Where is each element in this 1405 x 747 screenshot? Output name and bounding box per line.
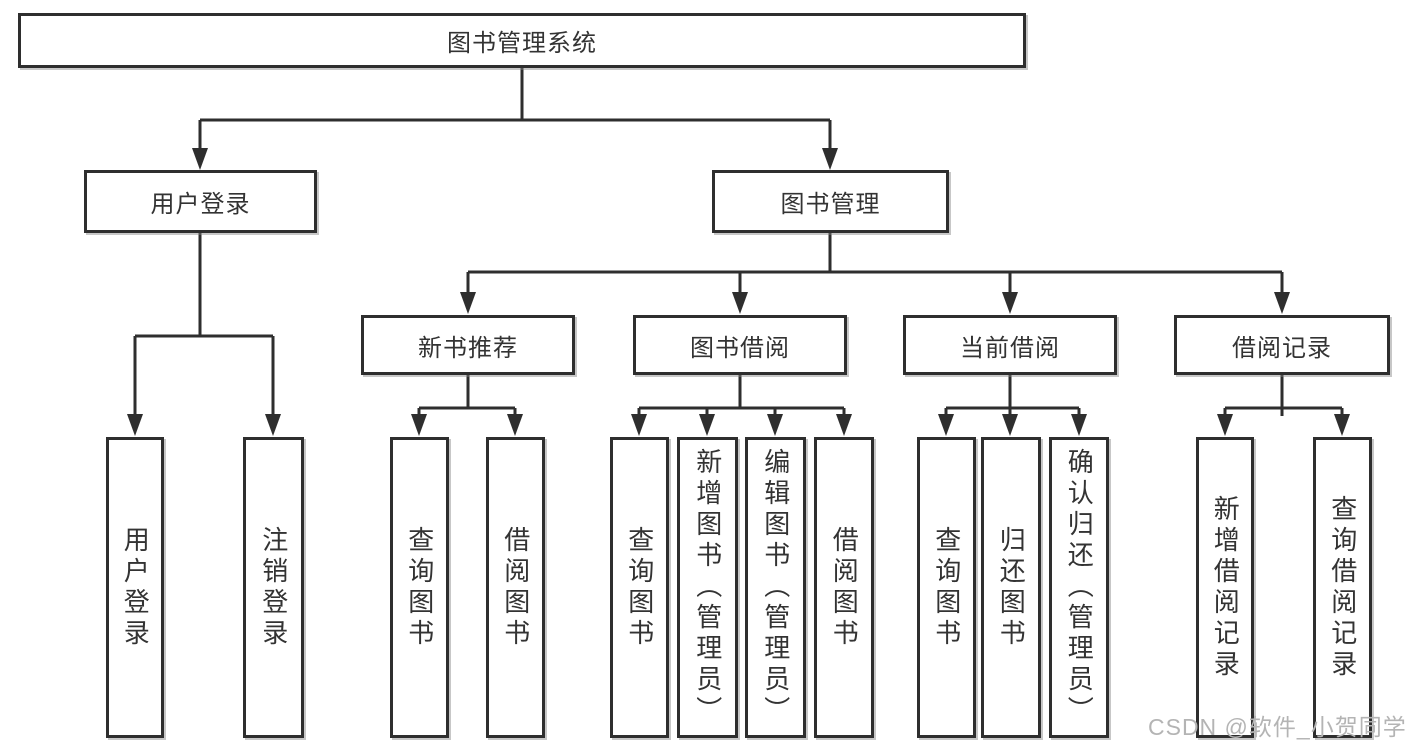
node-library-system: 图书管理系统 [18,13,1026,68]
leaf-borrow-borrow-books: 借阅图书 [814,437,874,738]
leaf-records-add-record: 新增借阅记录 [1196,437,1254,738]
node-current-borrow: 当前借阅 [903,315,1117,375]
csdn-watermark: CSDN @软件_小贺同学 [1148,714,1405,740]
leaf-records-query-record: 查询借阅记录 [1313,437,1372,738]
connector-shafts [133,68,1344,416]
leaf-user-login: 用户登录 [106,437,164,738]
leaf-borrow-edit-books-admin: 编辑图书（管理员） [745,437,806,738]
node-user-login: 用户登录 [84,170,317,233]
node-new-book-recommend: 新书推荐 [361,315,575,375]
leaf-current-return-books: 归还图书 [981,437,1041,738]
leaf-borrow-query-books: 查询图书 [610,437,669,738]
leaf-recommend-borrow-books: 借阅图书 [486,437,545,738]
leaf-recommend-query-books: 查询图书 [390,437,449,738]
leaf-current-query-books: 查询图书 [917,437,976,738]
node-book-borrow: 图书借阅 [633,315,847,375]
leaf-logout: 注销登录 [243,437,304,738]
node-borrow-records: 借阅记录 [1174,315,1390,375]
arrowheads [127,148,1350,436]
leaf-current-confirm-return-admin: 确认归还（管理员） [1049,437,1109,738]
leaf-borrow-add-books-admin: 新增图书（管理员） [677,437,738,738]
node-book-management: 图书管理 [712,170,949,233]
